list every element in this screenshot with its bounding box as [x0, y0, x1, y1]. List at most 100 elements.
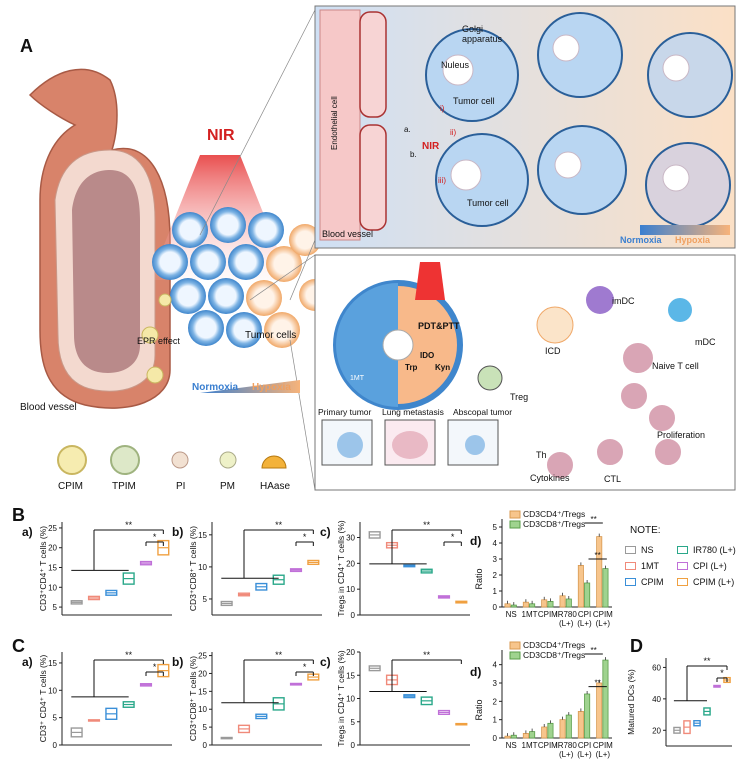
y-tick-label: 0 — [53, 741, 58, 750]
y-tick-label: 25 — [48, 524, 57, 533]
note-swatch-ns — [625, 546, 636, 554]
naive-t-label: Naive T cell — [652, 361, 699, 371]
legend-pm: PM — [220, 481, 235, 492]
sig-label-1: ** — [591, 515, 597, 524]
bar-s1-1 — [529, 731, 536, 739]
legend-cpim: CPIM — [58, 481, 83, 492]
y-tick-label: 2 — [493, 571, 498, 580]
bar-s1-5 — [602, 568, 609, 608]
bar-s1-1 — [529, 603, 536, 608]
note-swatch-cpim — [625, 578, 636, 586]
nucleus-label: Nuleus — [441, 60, 470, 70]
normoxia-label: Normoxia — [192, 382, 239, 393]
y-tick-label: 20 — [346, 559, 355, 568]
y-tick-label: 3 — [493, 555, 498, 564]
cytokines-label: Cytokines — [530, 473, 570, 483]
bar-s0-0 — [504, 603, 511, 608]
note-swatch-cpim-l — [677, 578, 688, 586]
legend-label-1: CD3CD8⁺/Tregs — [523, 650, 585, 660]
x-tick-label: CPIM — [538, 610, 558, 619]
sig-label-2: * — [153, 662, 157, 672]
y-tick-label: 0 — [493, 603, 498, 612]
bar-s0-1 — [522, 601, 529, 608]
y-axis-label: CD3⁺CD4⁺ T cells (%) — [38, 526, 48, 611]
bar-s1-2 — [547, 601, 554, 608]
x-tick-label: NS — [506, 741, 517, 750]
y-tick-label: 4 — [493, 539, 498, 548]
x-tick-label: IR780 — [555, 610, 577, 619]
panel-d-letter: D — [630, 636, 643, 656]
kyn-label: Kyn — [435, 363, 451, 372]
bar-s0-2 — [541, 599, 548, 608]
y-tick-label: 10 — [48, 686, 57, 695]
legend-swatch-1 — [509, 520, 521, 529]
y-axis-label: CD3⁺CD8⁺ T cells (%) — [188, 526, 198, 611]
x-tick-label: IR780 — [555, 741, 577, 750]
x-tick-label: (L+) — [577, 750, 592, 759]
y-tick-label: 10 — [198, 705, 207, 714]
sig-label-1: ** — [423, 520, 431, 530]
legend-pi: PI — [176, 481, 186, 492]
sig-label-1: ** — [423, 650, 431, 660]
panel-b-letter: B — [12, 505, 25, 525]
top-inset-cells — [425, 12, 733, 228]
proliferation-label: Proliferation — [657, 430, 706, 440]
bar-s1-5 — [602, 659, 609, 739]
sig-label-2: * — [153, 532, 157, 542]
note-label-ns: NS — [641, 545, 654, 555]
one-mt-label: 1MT — [350, 375, 364, 382]
tumor-cells-label: Tumor cells — [245, 330, 297, 341]
y-tick-label: 10 — [346, 695, 355, 704]
x-tick-label: 1MT — [522, 610, 538, 619]
mark-ii: ii) — [450, 128, 457, 137]
y-tick-label: 3 — [493, 679, 498, 688]
x-tick-label: 1MT — [522, 741, 538, 750]
top-inset-blood-vessel: Blood vessel — [322, 229, 374, 239]
ctl-label: CTL — [604, 474, 622, 484]
y-tick-label: 15 — [198, 531, 207, 540]
y-tick-label: 4 — [493, 661, 498, 670]
sig-label-2: * — [303, 532, 307, 542]
x-tick-label: (L+) — [596, 619, 611, 628]
y-axis-label: CD3⁺ CD4⁺ T cells (%) — [38, 655, 48, 743]
bar-s0-5 — [596, 536, 603, 608]
y-tick-label: 60 — [652, 663, 661, 672]
x-tick-label: CPI — [578, 741, 591, 750]
y-tick-label: 5 — [203, 595, 208, 604]
ido-label: IDO — [420, 351, 435, 360]
y-tick-label: 15 — [48, 564, 57, 573]
legend-swatch-0 — [509, 641, 521, 650]
bar-s1-3 — [565, 714, 572, 739]
sub-label: a) — [22, 525, 33, 539]
panel-a-letter: A — [20, 36, 33, 56]
x-tick-label: CPIM — [593, 610, 613, 619]
y-tick-label: 20 — [198, 669, 207, 678]
nanoparticles — [141, 293, 172, 384]
sub-label: d) — [470, 665, 481, 679]
x-tick-label: CPIM — [538, 741, 558, 750]
endothelial-label: Endothelial cell — [330, 96, 339, 150]
bar-s0-5 — [596, 682, 603, 739]
legend-tpim: TPIM — [112, 481, 136, 492]
icd-label: ICD — [545, 346, 561, 356]
y-tick-label: 20 — [48, 544, 57, 553]
bar-s0-3 — [559, 595, 566, 608]
legend-haase: HAase — [260, 481, 291, 492]
sig-label-1: ** — [275, 650, 283, 660]
x-tick-label: (L+) — [577, 619, 592, 628]
hypoxia-label: Hypoxia — [252, 382, 291, 393]
sub-label: c) — [320, 525, 331, 539]
note-label-cpi: CPI (L+) — [693, 561, 727, 571]
sig-label-1: ** — [125, 520, 133, 530]
bar-s0-1 — [522, 733, 529, 739]
abscopal-tumor-label: Abscopal tumor — [453, 407, 513, 417]
bar-s0-0 — [504, 735, 511, 739]
legend-label-0: CD3CD4⁺/Tregs — [523, 640, 585, 650]
y-tick-label: 0 — [493, 734, 498, 743]
